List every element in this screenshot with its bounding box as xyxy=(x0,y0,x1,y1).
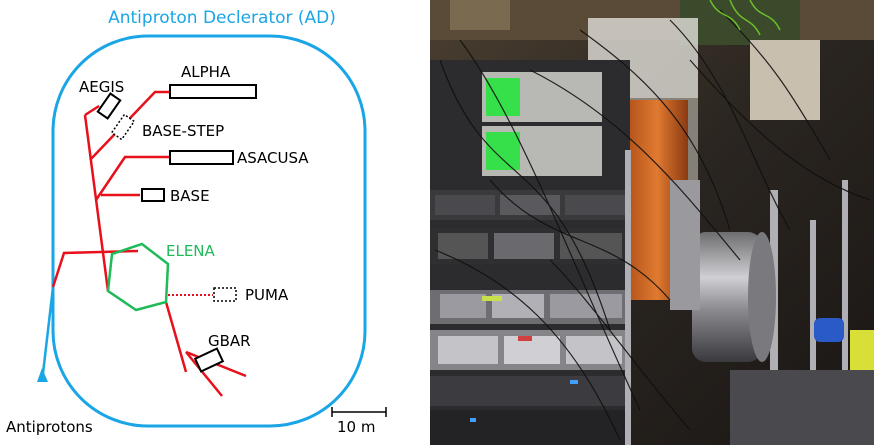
alpha-box xyxy=(169,84,257,99)
asacusa-branch xyxy=(94,155,170,201)
gbar-label: GBAR xyxy=(208,332,251,350)
vacuum-chamber xyxy=(692,232,762,362)
gbar-fork-b xyxy=(185,351,223,397)
trunk-line xyxy=(83,114,110,292)
gbar-line xyxy=(164,301,188,373)
base-step-label: BASE-STEP xyxy=(142,122,224,140)
antiproton-arrow-icon xyxy=(37,368,48,382)
aegis-box xyxy=(96,92,122,120)
cart xyxy=(730,370,874,445)
diagram-title: Antiproton Declerator (AD) xyxy=(108,8,336,28)
aegis-spur xyxy=(84,104,100,117)
background-box xyxy=(750,40,820,120)
ad-facility-diagram: Antiproton Declerator (AD) ELENA ALPHA A… xyxy=(6,8,387,436)
puma-box xyxy=(213,287,237,302)
alpha-branch xyxy=(89,90,170,161)
apparatus-photo xyxy=(430,0,874,445)
puma-label: PUMA xyxy=(245,286,289,304)
green-cables xyxy=(709,0,781,36)
vacuum-chamber-flange xyxy=(748,232,776,362)
asacusa-label: ASACUSA xyxy=(237,149,309,167)
elena-ring xyxy=(106,242,170,312)
antiproton-injection-line xyxy=(40,286,55,383)
ceiling-cable-tray xyxy=(680,0,800,45)
extraction-line xyxy=(51,249,139,288)
indicator-leds xyxy=(470,296,578,422)
alpha-label: ALPHA xyxy=(181,63,231,81)
base-label: BASE xyxy=(170,187,210,205)
asacusa-box xyxy=(169,150,234,165)
scale-bar xyxy=(331,407,387,417)
ad-ring xyxy=(51,34,367,428)
aegis-label: AEGIS xyxy=(79,78,124,96)
scale-label: 10 m xyxy=(337,418,375,436)
cables xyxy=(434,9,871,441)
base-box xyxy=(141,188,165,202)
elena-label: ELENA xyxy=(166,242,216,260)
beamlines xyxy=(51,90,247,397)
green-screen-bottom xyxy=(486,132,520,170)
gbar-box xyxy=(193,347,225,373)
blue-chair xyxy=(814,318,844,342)
flange-plate xyxy=(670,180,700,310)
base-step-box xyxy=(110,113,136,141)
ceiling-panel xyxy=(450,0,510,30)
antiprotons-label: Antiprotons xyxy=(6,418,93,436)
